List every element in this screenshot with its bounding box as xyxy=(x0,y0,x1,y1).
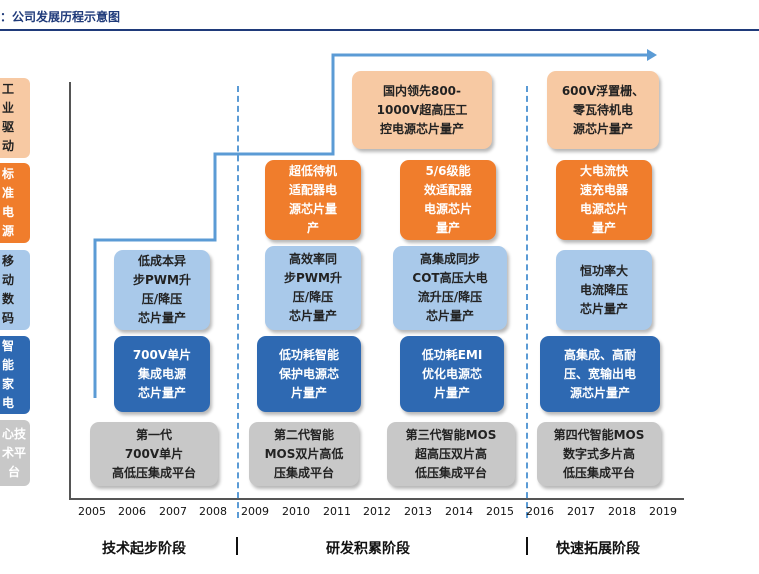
year-tick: 2017 xyxy=(567,505,595,518)
mobile-box-2: 高效率同 步PWM升 压/降压 芯片量产 xyxy=(265,246,361,330)
mobile-box-3: 高集成同步 COT高压大电 流升压/降压 芯片量产 xyxy=(393,246,507,330)
year-tick: 2011 xyxy=(323,505,351,518)
year-tick: 2005 xyxy=(78,505,106,518)
category-label-standard-power: 标准电源 xyxy=(0,163,30,243)
category-label-smart-appliance: 智能家电 xyxy=(0,336,30,414)
phase-divider-2 xyxy=(526,86,528,518)
year-tick: 2008 xyxy=(199,505,227,518)
header-rule xyxy=(0,29,759,31)
platform-box-gen3: 第三代智能MOS 超高压双片高 低压集成平台 xyxy=(387,422,515,486)
platform-box-gen2: 第二代智能 MOS双片高低 压集成平台 xyxy=(249,422,359,486)
standard-box-3: 5/6级能 效适配器 电源芯片 量产 xyxy=(400,160,496,240)
year-tick: 2006 xyxy=(118,505,146,518)
year-tick: 2010 xyxy=(282,505,310,518)
appliance-box-2: 低功耗智能 保护电源芯 片量产 xyxy=(257,336,361,412)
year-tick: 2016 xyxy=(526,505,554,518)
platform-box-gen4: 第四代智能MOS 数字式多片高 低压集成平台 xyxy=(537,422,661,486)
standard-box-4: 大电流快 速充电器 电源芯片 量产 xyxy=(556,160,652,240)
year-tick: 2009 xyxy=(241,505,269,518)
year-tick: 2014 xyxy=(445,505,473,518)
appliance-box-3: 低功耗EMI 优化电源芯 片量产 xyxy=(400,336,504,412)
category-label-mobile-digital: 移动数码 xyxy=(0,250,30,330)
year-tick: 2012 xyxy=(363,505,391,518)
year-tick: 2007 xyxy=(159,505,187,518)
industrial-box-3: 国内领先800- 1000V超高压工 控电源芯片量产 xyxy=(352,71,492,149)
standard-box-2: 超低待机 适配器电 源芯片量 产 xyxy=(265,160,361,240)
phase-divider-1 xyxy=(237,86,239,518)
mobile-box-4: 恒功率大 电流降压 芯片量产 xyxy=(556,250,652,330)
figure-title: ：公司发展历程示意图 xyxy=(0,10,121,24)
appliance-box-4: 高集成、高耐 压、宽输出电 源芯片量产 xyxy=(540,336,660,412)
mobile-box-1: 低成本异 步PWM升 压/降压 芯片量产 xyxy=(114,250,210,330)
x-axis xyxy=(69,498,684,500)
year-tick: 2015 xyxy=(486,505,514,518)
y-axis xyxy=(69,82,71,500)
platform-box-gen1: 第一代 700V单片 高低压集成平台 xyxy=(90,422,218,486)
phase-label-startup: 技术起步阶段 xyxy=(102,541,186,557)
phase-label-expansion: 快速拓展阶段 xyxy=(556,541,640,557)
year-tick: 2018 xyxy=(608,505,636,518)
category-label-industrial: 工业驱动 xyxy=(0,78,30,158)
figure-header: ：公司发展历程示意图 xyxy=(0,0,759,31)
phase-separator-1 xyxy=(236,537,238,555)
industrial-box-4: 600V浮置栅、 零瓦待机电 源芯片量产 xyxy=(547,71,659,149)
year-tick: 2013 xyxy=(404,505,432,518)
year-tick: 2019 xyxy=(649,505,677,518)
appliance-box-1: 700V单片 集成电源 芯片量产 xyxy=(114,336,210,412)
phase-label-rnd: 研发积累阶段 xyxy=(326,541,410,557)
category-label-core-tech-platform: 心技术平台 xyxy=(0,420,30,486)
phase-separator-2 xyxy=(526,537,528,555)
